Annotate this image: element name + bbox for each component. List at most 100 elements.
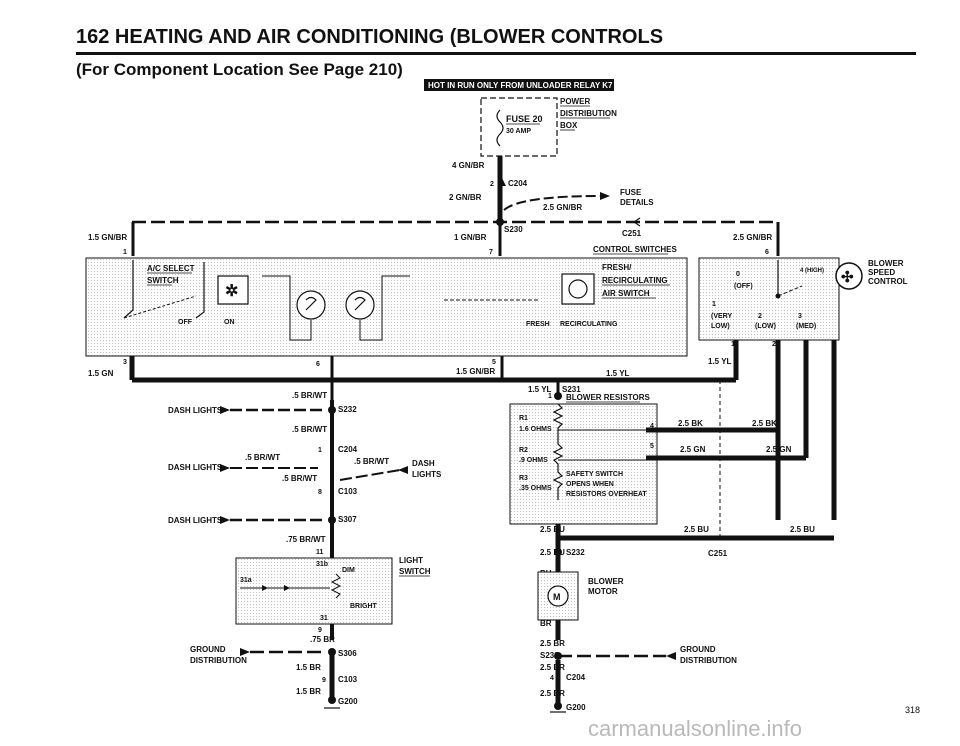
wire-label-75br: .75 BR: [310, 635, 335, 644]
pin-1c: 1: [318, 447, 322, 454]
connector-c251b: C251: [708, 549, 728, 558]
bpin-1: 1: [731, 341, 735, 348]
speed-off: (OFF): [734, 283, 753, 290]
connector-c103b: C103: [338, 675, 358, 684]
fuse-symbol: [496, 109, 504, 147]
splice-s307: S307: [338, 515, 357, 524]
ground-g200: G200: [338, 697, 358, 706]
hot-banner-text: HOT IN RUN ONLY FROM UNLOADER RELAY K7: [428, 81, 613, 90]
r1-label: R1: [519, 415, 528, 422]
r1-ohms: 1.6 OHMS: [519, 426, 552, 433]
dash-lights-2: DASH LIGHTS: [168, 463, 223, 472]
wire-label-25gnbr: 2.5 GN/BR: [543, 203, 582, 212]
light-switch: LIGHT SWITCH 31b 31a DIM BRIGHT 31: [240, 556, 431, 622]
ground-dist-2a: GROUND: [680, 645, 716, 654]
wire-label-25bk1: 2.5 BK: [678, 419, 703, 428]
pin-31h: 31a: [240, 577, 252, 584]
wire-label-15yl-s: 1.5 YL: [528, 385, 552, 394]
pin-7: 7: [489, 249, 493, 256]
r3-ohms: .35 OHMS: [519, 485, 552, 492]
dash-lights-1: DASH LIGHTS: [168, 406, 223, 415]
speed-2: 2: [758, 313, 762, 320]
splice-s230: S230: [504, 225, 523, 234]
page-subtitle: (For Component Location See Page 210): [76, 60, 403, 79]
blower-title-2: SPEED: [868, 268, 895, 277]
fresh-label: FRESH: [526, 321, 550, 328]
blower-speed-switch: BLOWER SPEED CONTROL ✣ 0 (OFF) 4 (HIGH) …: [711, 259, 908, 348]
ground-g200b: G200: [566, 703, 586, 712]
pin-6b: 6: [316, 361, 320, 368]
wire-label-2gnbr: 2 GN/BR: [449, 193, 482, 202]
wire-label-5brwt5: .5 BR/WT: [282, 474, 317, 483]
hot-banner-box: [424, 79, 614, 91]
speed-med: (MED): [796, 323, 816, 330]
wire-label-15br2: 1.5 BR: [296, 687, 321, 696]
wire-label-1gnbr: 1 GN/BR: [454, 233, 487, 242]
dash-lights-3a: DASH: [412, 459, 435, 468]
wire-label-25br1: 2.5 BR: [540, 639, 565, 648]
fuse-details-1: FUSE: [620, 188, 642, 197]
bpin-2: 2: [772, 341, 776, 348]
r2-ohms: .9 OHMS: [519, 457, 548, 464]
wire-label-75brwt: .75 BR/WT: [286, 535, 326, 544]
wire-label-15gn: 1.5 GN: [88, 369, 114, 378]
speed-low1: LOW): [711, 323, 730, 330]
wire-label-15yl: 1.5 YL: [606, 369, 630, 378]
wire-label-25bk2: 2.5 BK: [752, 419, 777, 428]
pin-9a: 9: [318, 627, 322, 634]
splice-s233: S233: [540, 651, 559, 660]
wire-label-5brwt1: .5 BR/WT: [292, 391, 327, 400]
fuse-box: [480, 97, 558, 157]
light-switch-box: [235, 557, 393, 625]
splice-s231: S231: [562, 385, 581, 394]
connector-c204: C204: [508, 179, 528, 188]
speed-3: 3: [798, 313, 802, 320]
wire-label-15yl-r: 1.5 YL: [708, 357, 732, 366]
control-switches-title: CONTROL SWITCHES: [593, 245, 678, 254]
wire-label-5brwt4: .5 BR/WT: [354, 457, 389, 466]
speed-low2: (LOW): [755, 323, 776, 330]
bright-label: BRIGHT: [350, 603, 378, 610]
wire-label-25gnbr-r: 2.5 GN/BR: [733, 233, 772, 242]
wire-label-br: BR: [540, 619, 552, 628]
recirculating-label: RECIRCULATING: [560, 321, 618, 328]
wire-label-25bu1: 2.5 BU: [540, 525, 565, 534]
svg-text:✲: ✲: [225, 283, 238, 300]
fuse-name: FUSE 20: [506, 114, 543, 124]
pin-1: 1: [123, 249, 127, 256]
wire-label-25bu3: 2.5 BU: [790, 525, 815, 534]
pin-8: 8: [318, 489, 322, 496]
splice-s306: S306: [338, 649, 357, 658]
blower-resistors: R1 1.6 OHMS R2 .9 OHMS R3 .35 OHMS SAFET…: [519, 403, 647, 500]
speed-very: (VERY: [711, 313, 732, 320]
motor-title-2: MOTOR: [588, 587, 618, 596]
pin-5: 5: [492, 359, 496, 366]
fresh-recirc-label-2: RECIRCULATING: [602, 276, 668, 285]
wire-label-25gn1: 2.5 GN: [680, 445, 706, 454]
r3-label: R3: [519, 475, 528, 482]
pin-1b: 1: [548, 393, 552, 400]
power-dist-3: BOX: [560, 121, 578, 130]
fresh-recirc-label-3: AIR SWITCH: [602, 289, 650, 298]
splice-s232b: S232: [566, 548, 585, 557]
connector-c204c: C204: [566, 673, 586, 682]
connector-c251: C251: [622, 229, 642, 238]
ac-select-label-2: SWITCH: [147, 276, 179, 285]
wire-label-4gnbr: 4 GN/BR: [452, 161, 485, 170]
safety-2: OPENS WHEN: [566, 481, 614, 488]
ac-select-switch: A/C SELECT SWITCH ✲ OFF ON: [123, 260, 249, 326]
wire-label-25br2: 2.5 BR: [540, 663, 565, 672]
blower-title-3: CONTROL: [868, 277, 908, 286]
wire-label-15gnbr-c: 1.5 GN/BR: [456, 367, 495, 376]
connector-c103a: C103: [338, 487, 358, 496]
wire-label-15gnbr: 1.5 GN/BR: [88, 233, 127, 242]
r2-label: R2: [519, 447, 528, 454]
motor-title-1: BLOWER: [588, 577, 624, 586]
pin-2: 2: [490, 181, 494, 188]
light-switch-title-2: SWITCH: [399, 567, 431, 576]
pin-3: 3: [123, 359, 127, 366]
page-code: 318: [905, 705, 921, 715]
speed-1: 1: [712, 301, 716, 308]
blower-speed-box: [698, 257, 840, 341]
